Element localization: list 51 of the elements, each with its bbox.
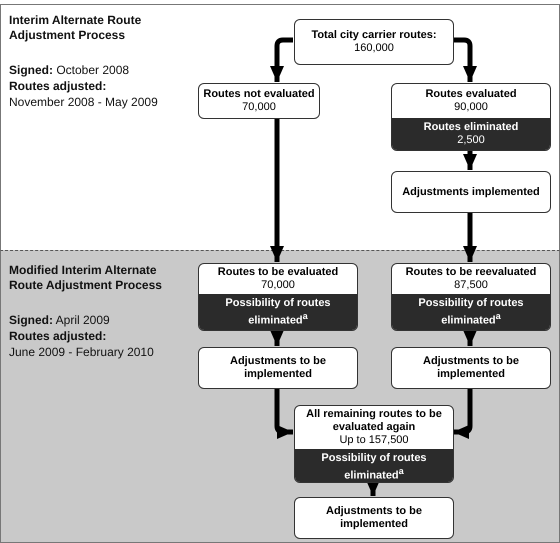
panel-heading: Interim Alternate Route Adjustment Process: [9, 13, 142, 43]
highlight-text: Possibility of routes eliminated$^{a}$: [224, 297, 332, 328]
routes-adjusted-text: Routes adjusted:: [9, 329, 108, 344]
box-text: 70,000: [261, 279, 295, 292]
arrow: [270, 330, 284, 346]
process-box: [294, 19, 454, 65]
panel-heading: Modified Interim Alternate Route Adjustment Process: [9, 263, 163, 293]
box-text: Total city carrier routes:: [311, 29, 437, 42]
box-text: 160,000: [354, 42, 394, 55]
process-box: [198, 347, 358, 389]
process-box: [198, 83, 320, 119]
highlight-text: 2,500: [457, 134, 485, 147]
signed-date-text: Signed: October 2008: [9, 63, 130, 78]
arrow: [453, 38, 477, 82]
process-panel: [0, 250, 560, 543]
box-text: Routes to be evaluated: [218, 266, 338, 279]
highlight-text: Possibility of routes eliminated$^{a}$: [320, 452, 428, 482]
box-text: 90,000: [454, 101, 488, 114]
process-box: [391, 347, 551, 389]
box-text: 70,000: [242, 101, 276, 114]
date-range-text: June 2009 - February 2010: [9, 345, 155, 360]
process-box: [198, 263, 358, 331]
arrow: [270, 118, 284, 262]
process-panel: [0, 4, 560, 250]
box-text: All remaining routes to be evaluated again: [305, 408, 443, 434]
arrow: [463, 150, 477, 170]
process-box: [391, 83, 551, 151]
arrow: [463, 330, 477, 346]
box-text: 87,500: [454, 279, 488, 292]
box-text: Adjustments to be implemented: [325, 505, 423, 531]
arrow: [366, 480, 380, 496]
arrow: [463, 212, 477, 262]
date-range-text: November 2008 - May 2009: [9, 95, 159, 110]
routes-adjusted-text: Routes adjusted:: [9, 79, 108, 94]
arrow: [270, 38, 293, 82]
arrow: [274, 388, 293, 439]
box-text: Routes evaluated: [425, 88, 517, 101]
box-text: Adjustments to be implemented: [229, 355, 327, 381]
box-text: Adjustments implemented: [402, 186, 540, 198]
highlight-text: Possibility of routes eliminated$^{a}$: [417, 297, 525, 328]
process-box: [391, 171, 551, 213]
box-text: Up to 157,500: [339, 434, 409, 447]
process-box: [294, 497, 454, 539]
box-text: Routes not evaluated: [203, 88, 315, 101]
box-text: Adjustments to be implemented: [422, 355, 520, 381]
arrow: [453, 388, 472, 439]
highlight-text: Routes eliminated: [424, 121, 518, 134]
process-box: [391, 263, 551, 331]
box-text: Routes to be reevaluated: [406, 266, 536, 279]
process-box: [294, 405, 454, 483]
signed-date-text: Signed: April 2009: [9, 313, 111, 328]
